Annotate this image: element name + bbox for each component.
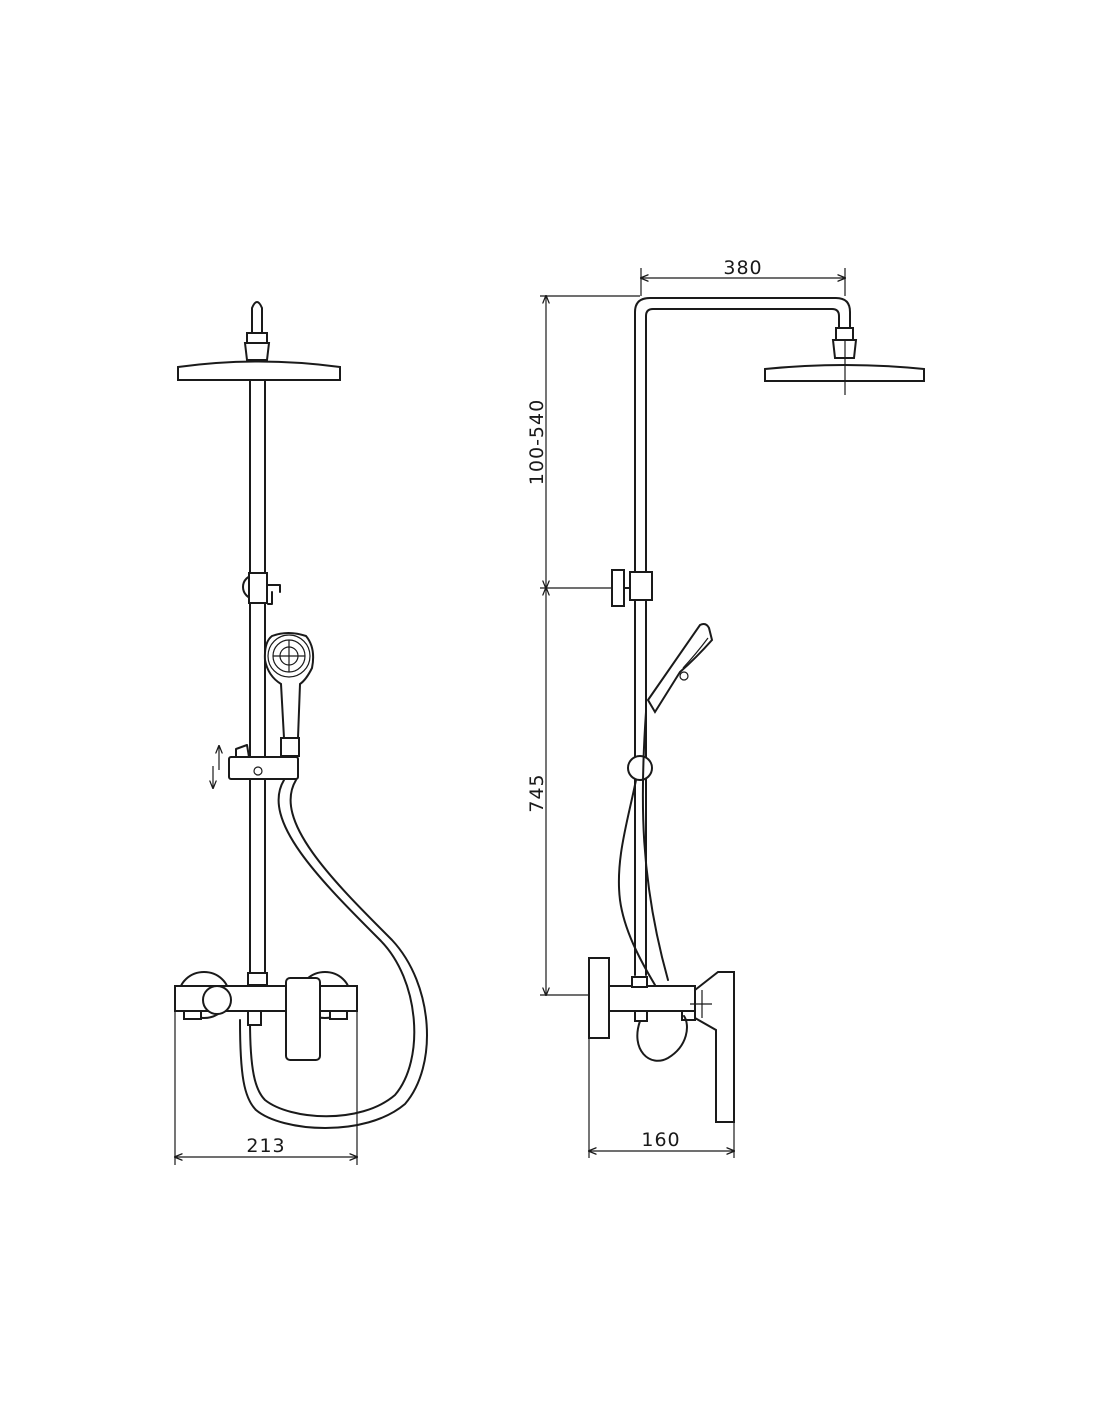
front-slider-holder (228, 756, 299, 780)
side-upper-clamp (629, 571, 653, 601)
side-bracket-knob (611, 569, 625, 607)
front-diverter-knob (202, 985, 232, 1015)
front-vertical-bar (249, 379, 266, 981)
front-view: 213 (174, 301, 428, 1165)
front-mixer-foot-left (183, 1010, 202, 1020)
front-top-nut (246, 332, 268, 344)
dim-380-label: 380 (723, 257, 762, 279)
side-hose-1 (617, 779, 656, 986)
dim-100-540-label: 100-540 (526, 399, 548, 485)
side-arm-inner (645, 308, 840, 976)
front-spray-face-outer (267, 634, 311, 678)
side-slider-ball (627, 755, 653, 781)
front-mixer-foot-right (329, 1010, 348, 1020)
front-upper-clamp (248, 572, 268, 604)
front-slider-tab (235, 744, 250, 758)
side-view: 380 100-540 745 (526, 257, 925, 1158)
front-spray-cross (273, 640, 305, 672)
side-hose-loop (636, 1015, 688, 1062)
front-rain-head (177, 360, 341, 381)
dim-213-label: 213 (246, 1135, 285, 1157)
front-bracket-hook (266, 584, 281, 605)
dim-745-label: 745 (526, 773, 548, 812)
side-hand-shower-button (679, 671, 689, 681)
side-arm-outer (634, 297, 851, 976)
front-hand-shower (263, 632, 315, 739)
side-head-nut (835, 327, 854, 341)
side-wall-plate (588, 957, 610, 1039)
front-bar-bottom-nut (247, 972, 268, 986)
front-swivel (243, 342, 271, 361)
front-top-connector (251, 301, 263, 334)
side-hose-2 (641, 711, 669, 981)
front-slider-knob (253, 766, 263, 776)
front-hose-outlet (247, 1010, 262, 1026)
side-hand-shower (646, 623, 714, 714)
side-lever-handle (694, 971, 735, 1123)
front-hose-inner (239, 779, 428, 1129)
side-outlet-nut (634, 1010, 648, 1022)
side-mixer-body (608, 985, 696, 1012)
front-lever-handle (285, 977, 321, 1061)
side-bar-nut (631, 976, 648, 988)
front-hose-outer (249, 779, 416, 1118)
side-hand-shower-face (682, 637, 709, 669)
front-hose-connector (280, 737, 300, 757)
dim-160-label: 160 (641, 1129, 680, 1151)
